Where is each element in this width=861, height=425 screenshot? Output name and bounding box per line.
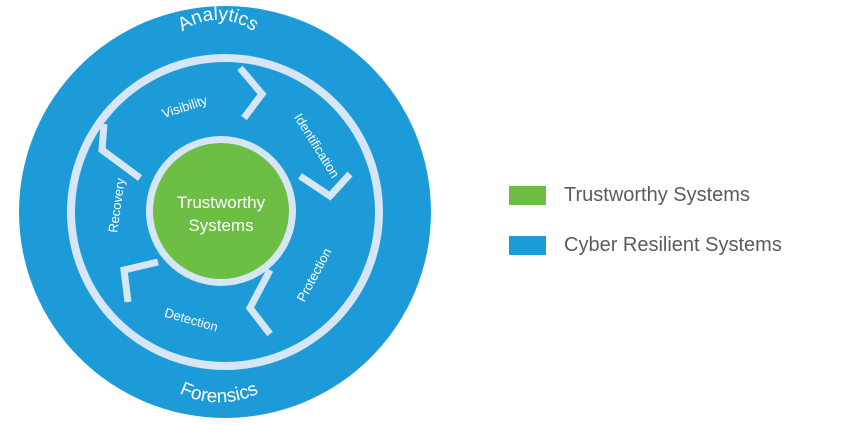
- separator-visibility-identification: [237, 65, 267, 121]
- trustworthy-systems-center: [153, 143, 289, 279]
- legend-label: Cyber Resilient Systems: [564, 233, 782, 256]
- separator-identification-protection: [298, 171, 353, 201]
- center-label-line1: Trustworthy: [177, 193, 266, 212]
- legend: Trustworthy Systems Cyber Resilient Syst…: [509, 180, 849, 280]
- center-label-line2: Systems: [188, 216, 253, 235]
- separator-recovery-visibility: [98, 123, 143, 181]
- legend-label: Trustworthy Systems: [564, 183, 750, 206]
- legend-swatch-green: [509, 185, 546, 205]
- segment-separators: [98, 65, 353, 337]
- separator-detection-recovery: [120, 258, 159, 303]
- legend-item-cyber-resilient: Cyber Resilient Systems: [509, 230, 849, 260]
- legend-swatch-blue: [509, 235, 546, 255]
- separator-protection-detection: [245, 268, 274, 337]
- legend-item-trustworthy: Trustworthy Systems: [509, 180, 849, 210]
